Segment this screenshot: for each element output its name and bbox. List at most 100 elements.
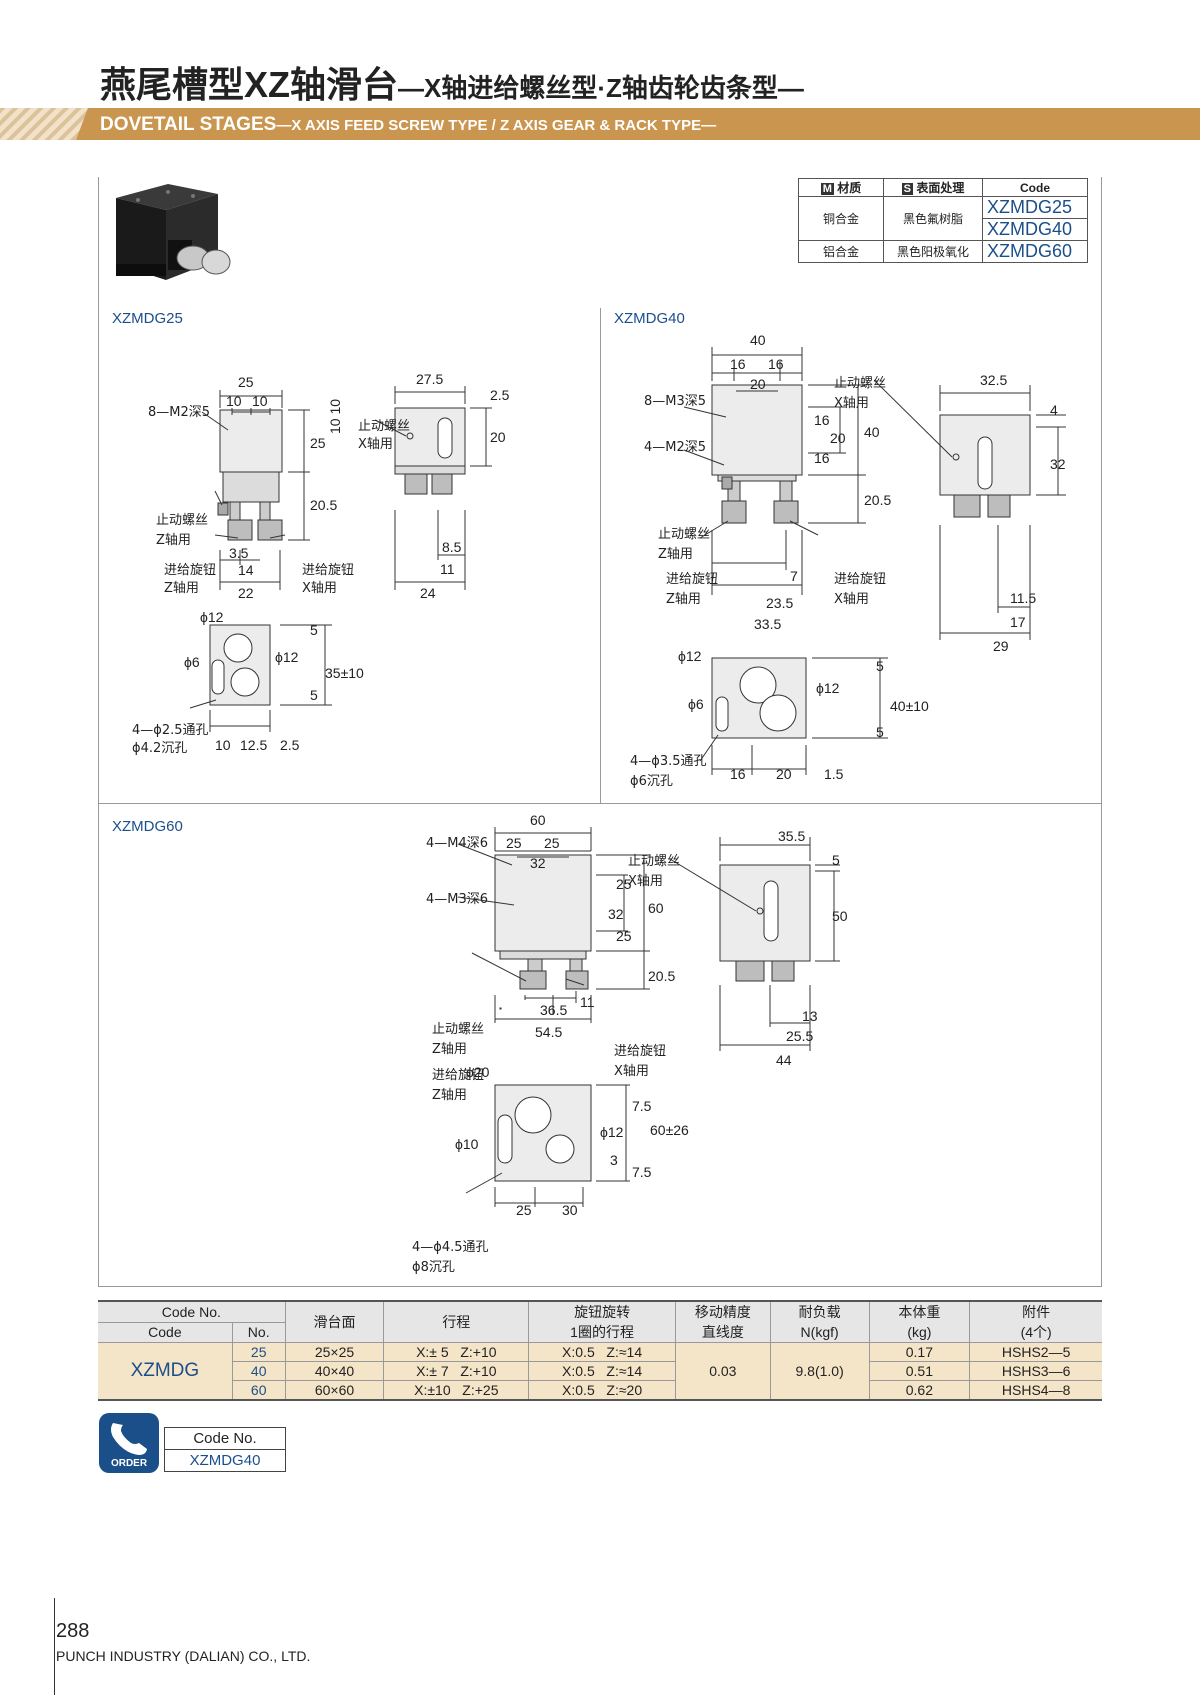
model-label-60: XZMDG60 [112,818,183,835]
order-code: XZMDG40 [164,1449,286,1472]
svg-text:14: 14 [238,562,254,578]
model-label-25: XZMDG25 [112,310,183,327]
svg-text:17: 17 [1010,614,1026,630]
svg-text:35.5: 35.5 [778,828,805,844]
note-stop-screw-x: 止动螺丝 [358,419,410,434]
footer-rule [54,1598,55,1695]
svg-text:5: 5 [876,724,884,740]
svg-text:32: 32 [1050,456,1066,472]
svg-text:11: 11 [580,994,595,1010]
notes-25: 8—M2深5 止动螺丝 X轴用 止动螺丝 Z轴用 进给旋钮 Z轴用 进给旋钮 X… [132,405,410,756]
note-z-axis-60b: Z轴用 [432,1088,467,1103]
svg-text:20.5: 20.5 [864,492,891,508]
page-number: 288 [56,1620,90,1642]
spec-table: Code No. 滑台面 行程 旋钮旋转 移动精度 耐负载 本体重 附件 Cod… [98,1300,1102,1401]
page-title-en: DOVETAIL STAGES—X AXIS FEED SCREW TYPE /… [100,114,717,135]
svg-text:12.5: 12.5 [240,737,267,753]
svg-text:23.5: 23.5 [766,595,793,611]
note-m3-8: 8—M3深5 [644,394,706,409]
svg-text:1.5: 1.5 [824,766,844,782]
svg-text:32: 32 [608,906,624,922]
note-m3-4: 4—M3深6 [426,892,488,907]
svg-text:13: 13 [802,1008,818,1024]
note-hole-35a: 4—ϕ3.5通孔 [630,754,707,769]
svg-text:16: 16 [730,356,746,372]
svg-text:16: 16 [814,412,830,428]
svg-text:50: 50 [832,908,848,924]
page-title: 燕尾槽型XZ轴滑台—X轴进给螺丝型·Z轴齿轮齿条型— [100,64,804,105]
svg-text:5: 5 [310,687,318,703]
svg-text:20: 20 [830,430,846,446]
svg-text:29: 29 [993,638,1009,654]
svg-text:16: 16 [730,766,746,782]
svg-text:36.5: 36.5 [540,1002,567,1018]
svg-text:60: 60 [530,815,546,828]
page-subtitle: —X轴进给螺丝型·Z轴齿轮齿条型— [398,73,804,103]
spec-row-60: 60 60×60 X:±10 Z:+25 X:0.5 Z:≈20 0.62 HS… [98,1380,1102,1400]
notes-60: 4—M4深6 4—M3深6 止动螺丝 X轴用 止动螺丝 Z轴用 进给旋钮 Z轴用… [412,836,680,1275]
svg-text:25: 25 [544,835,560,851]
note-feed-knob-x: 进给旋钮 [302,563,354,578]
svg-text:8.5: 8.5 [442,539,462,555]
svg-text:32.5: 32.5 [980,372,1007,388]
note-x-axis-40b: X轴用 [834,592,869,607]
svg-text:10 10: 10 10 [327,399,343,434]
svg-text:5: 5 [310,622,318,638]
note-z-axis-40: Z轴用 [658,547,693,562]
note-hole-25a: 4—ϕ2.5通孔 [132,723,209,738]
svg-text:27.5: 27.5 [416,371,443,387]
svg-text:60±26: 60±26 [650,1122,689,1138]
svg-text:10: 10 [226,393,242,409]
svg-text:25: 25 [516,1202,532,1218]
svg-text:16: 16 [768,356,784,372]
svg-text:22: 22 [238,585,254,601]
drawing-frame [98,177,1102,1287]
note-z-axis-2: Z轴用 [164,581,199,596]
svg-text:35±10: 35±10 [325,665,364,681]
svg-text:54.5: 54.5 [535,1024,562,1040]
svg-text:7.5: 7.5 [632,1164,652,1180]
svg-text:ϕ12: ϕ12 [200,609,224,625]
svg-text:40: 40 [750,332,766,348]
note-m4-4: 4—M4深6 [426,836,488,851]
svg-text:20: 20 [490,429,506,445]
svg-text:ϕ12: ϕ12 [816,680,840,696]
svg-text:40±10: 40±10 [890,698,929,714]
svg-text:25: 25 [506,835,522,851]
spec-row-25: XZMDG 25 25×25 X:± 5 Z:+10 X:0.5 Z:≈14 0… [98,1342,1102,1400]
order-table: Code No. XZMDG40 [164,1427,286,1472]
note-stop-screw-z-40: 止动螺丝 [658,527,710,542]
svg-text:25: 25 [616,876,632,892]
svg-text:25: 25 [616,928,632,944]
svg-text:4: 4 [1050,402,1058,418]
order-badge: ORDER [99,1413,159,1473]
svg-text:7.5: 7.5 [632,1098,652,1114]
svg-text:5: 5 [832,852,840,868]
svg-text:20: 20 [750,376,766,392]
svg-text:33.5: 33.5 [754,616,781,632]
note-hole-45b: ϕ8沉孔 [412,1260,455,1275]
note-hole-35b: ϕ6沉孔 [630,774,673,789]
svg-text:44: 44 [776,1052,792,1068]
note-x-axis-2: X轴用 [302,581,337,596]
note-feed-knob-z-60: 进给旋钮 [432,1068,484,1083]
svg-text:2.5: 2.5 [280,737,300,753]
phone-icon [111,1423,147,1455]
svg-text:2.5: 2.5 [490,387,510,403]
note-stop-screw-z: 止动螺丝 [156,513,208,528]
svg-text:24: 24 [420,585,436,601]
note-x-axis: X轴用 [358,437,393,452]
svg-text:25.5: 25.5 [786,1028,813,1044]
note-x-axis-60b: X轴用 [614,1064,649,1079]
note-x-axis-40: X轴用 [834,396,869,411]
note-hole-45a: 4—ϕ4.5通孔 [412,1240,489,1255]
svg-text:ϕ20: ϕ20 [466,1064,490,1080]
note-feed-knob-x-40: 进给旋钮 [834,572,886,587]
svg-text:20: 20 [776,766,792,782]
note-hole-25b: ϕ4.2沉孔 [132,741,187,756]
note-stop-screw-x-60: 止动螺丝 [628,854,680,869]
surface-tag: S [901,183,913,195]
svg-text:3.5: 3.5 [229,545,249,561]
